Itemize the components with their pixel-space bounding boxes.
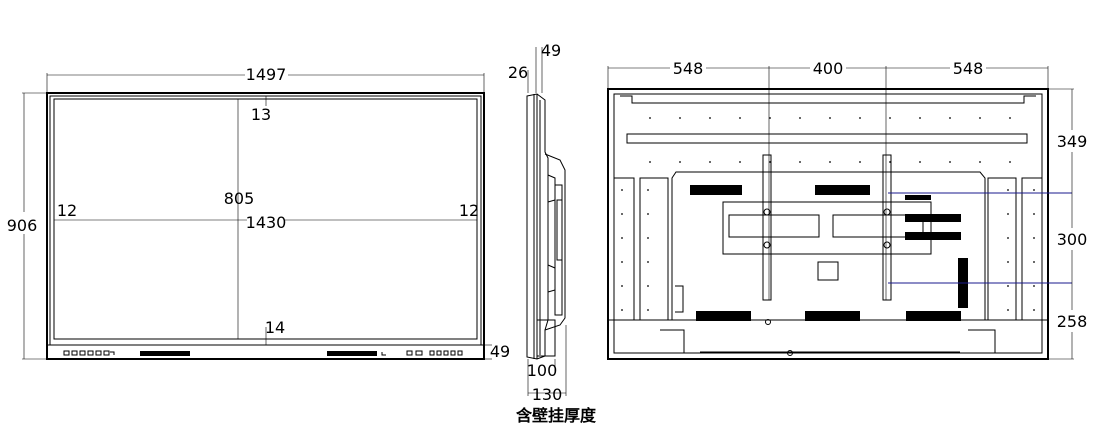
front-left-bezel-label: 12: [57, 201, 77, 220]
rear-left-offset-label: 548: [673, 59, 704, 78]
screw-dot: [949, 161, 951, 163]
rear-top-bar: [626, 133, 1028, 144]
rear-vesa-vertical-label: 300: [1057, 230, 1088, 249]
screw-dot: [647, 189, 649, 191]
wall-mount-plate: [722, 201, 932, 255]
screw-dot: [709, 161, 711, 163]
front-width-label: 1497: [246, 65, 287, 84]
screw-dot: [1007, 213, 1009, 215]
screw-dot: [647, 261, 649, 263]
screw-dot: [1007, 237, 1009, 239]
rear-center-panel: [671, 171, 986, 321]
screw-dot: [1033, 285, 1035, 287]
screw-dot: [919, 161, 921, 163]
front-right-bezel-label: 12: [459, 201, 479, 220]
front-height-label: 906: [7, 216, 38, 235]
front-bottom-edge-label: 49: [490, 342, 510, 361]
screw-dot: [621, 237, 623, 239]
screw-dot: [1033, 189, 1035, 191]
screw-dot: [799, 117, 801, 119]
rear-bottom-offset-label: 258: [1057, 312, 1088, 331]
screw-dot: [769, 117, 771, 119]
screw-dot: [1007, 261, 1009, 263]
screw-dot: [949, 117, 951, 119]
screw-dot: [859, 117, 861, 119]
rear-vesa-horizontal-label: 400: [813, 59, 844, 78]
front-screen-width-label: 1430: [246, 213, 287, 232]
screw-dot: [621, 189, 623, 191]
side-bezel-depth-label: 26: [508, 63, 528, 82]
screw-dot: [799, 161, 801, 163]
screw-dot: [649, 117, 651, 119]
screw-dot: [647, 237, 649, 239]
screw-dot: [647, 285, 649, 287]
screw-dot: [1007, 189, 1009, 191]
screw-dot: [621, 213, 623, 215]
screw-dot: [979, 117, 981, 119]
screw-dot: [1009, 117, 1011, 119]
screw-dot: [769, 161, 771, 163]
screw-dot: [1007, 309, 1009, 311]
side-depth-with-mount-label: 130: [532, 385, 563, 404]
screw-dot: [829, 117, 831, 119]
rear-right-offset-label: 548: [953, 59, 984, 78]
mount-rail-left: [762, 154, 772, 301]
side-view: 49 26 100 130: [508, 41, 567, 404]
front-bottom-strip-buttons: [63, 350, 463, 356]
rear-vent-grille: [690, 185, 742, 195]
front-bottom-bezel-label: 14: [265, 318, 285, 337]
screw-dot: [647, 213, 649, 215]
front-top-bezel-label: 13: [251, 105, 271, 124]
screw-dot: [829, 161, 831, 163]
rear-outer-frame: [607, 88, 1049, 360]
screw-dot: [649, 161, 651, 163]
side-top-depth-label: 49: [541, 41, 561, 60]
screw-dot: [709, 117, 711, 119]
screw-dot: [679, 117, 681, 119]
screw-dot: [919, 117, 921, 119]
screw-dot: [889, 161, 891, 163]
screw-dot: [1033, 213, 1035, 215]
screw-dot: [1033, 237, 1035, 239]
side-view-caption: 含壁挂厚度: [515, 406, 596, 425]
front-screen-area: [53, 98, 478, 340]
screw-dot: [1009, 161, 1011, 163]
rear-view: 548 400 548 349 300 258: [607, 59, 1088, 360]
rear-screw-dots: [621, 117, 1035, 311]
screw-dot: [1033, 261, 1035, 263]
screw-dot: [647, 309, 649, 311]
screw-dot: [739, 117, 741, 119]
front-screen-height-label: 805: [224, 189, 255, 208]
screw-dot: [621, 261, 623, 263]
side-depth-without-mount-label: 100: [527, 361, 558, 380]
screw-dot: [1033, 309, 1035, 311]
screw-dot: [889, 117, 891, 119]
front-view: 1497 906 13 14 12 12 805 1430 49: [7, 65, 510, 361]
mount-rail-right: [882, 154, 892, 301]
rear-top-offset-label: 349: [1057, 132, 1088, 151]
screw-dot: [679, 161, 681, 163]
screw-dot: [739, 161, 741, 163]
screw-dot: [859, 161, 861, 163]
screw-dot: [621, 309, 623, 311]
front-outer-frame: [46, 92, 485, 360]
screw-dot: [979, 161, 981, 163]
screw-dot: [1007, 285, 1009, 287]
screw-dot: [621, 285, 623, 287]
